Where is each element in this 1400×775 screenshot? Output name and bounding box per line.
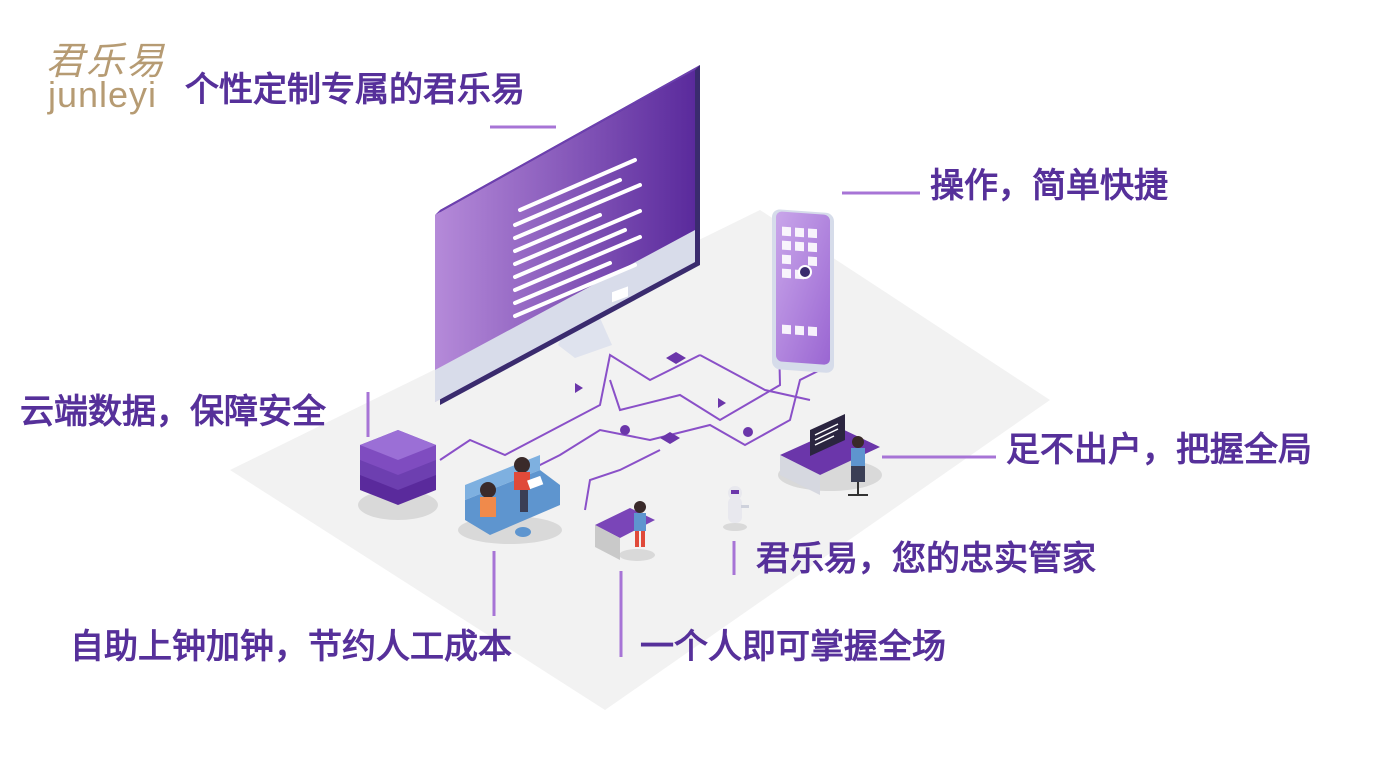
headline-title: 个性定制专属的君乐易 (185, 70, 525, 110)
feature-label-self-service: 自助上钟加钟，节约人工成本 (70, 627, 512, 667)
feature-label-single-operator: 一个人即可掌握全场 (640, 627, 946, 667)
feature-label-remote: 足不出户，把握全局 (1006, 430, 1312, 470)
feature-label-cloud: 云端数据，保障安全 (20, 392, 326, 432)
feature-label-phone: 操作，简单快捷 (930, 166, 1168, 206)
phone-illustration (772, 209, 834, 373)
server-stack-illustration (358, 430, 438, 520)
feature-label-robot: 君乐易，您的忠实管家 (756, 539, 1096, 579)
